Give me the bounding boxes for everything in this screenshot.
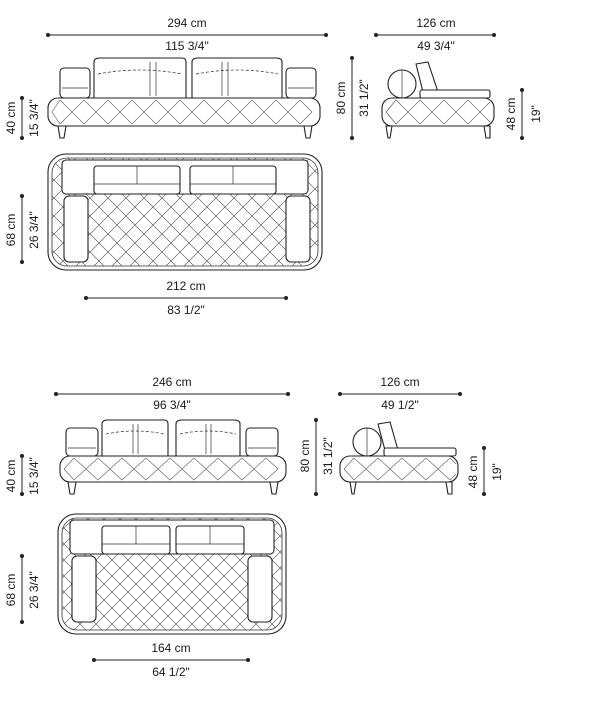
armrest-left bbox=[59, 67, 91, 99]
small-side-seat-base bbox=[339, 455, 459, 483]
small-seat-height-dimension: 40 cm 15 3/4" bbox=[4, 454, 41, 496]
small-front-width-in: 96 3/4" bbox=[153, 398, 191, 412]
small-side-seat-cushion bbox=[383, 447, 457, 457]
large-plan-width-dimension: 212 cm 83 1/2" bbox=[84, 279, 288, 317]
small-plan-armrest-right bbox=[247, 555, 273, 623]
small-plan-depth-in: 26 3/4" bbox=[27, 571, 41, 609]
small-total-height-dimension: 80 cm 31 1/2" bbox=[298, 418, 335, 496]
small-seat-height-cm: 40 cm bbox=[4, 460, 18, 493]
large-seat-height-in: 15 3/4" bbox=[27, 99, 41, 137]
large-front-width-cm: 294 cm bbox=[167, 16, 206, 30]
small-plan-width-dimension: 164 cm 64 1/2" bbox=[92, 641, 250, 679]
large-total-height-dimension: 80 cm 31 1/2" bbox=[334, 56, 371, 140]
large-plan-depth-dimension: 68 cm 26 3/4" bbox=[4, 194, 41, 264]
large-front-width-in: 115 3/4" bbox=[165, 39, 208, 53]
large-side-height-dimension: 48 cm 19" bbox=[504, 88, 543, 140]
small-total-height-in: 31 1/2" bbox=[321, 437, 335, 475]
small-armrest-right bbox=[245, 427, 279, 457]
large-total-height-in: 31 1/2" bbox=[357, 79, 371, 117]
small-front-view: 246 cm 96 3/4" 40 cm 15 3/4" 80 cm bbox=[4, 375, 335, 496]
small-seat-height-in: 15 3/4" bbox=[27, 457, 41, 495]
large-seat-height-cm: 40 cm bbox=[4, 102, 18, 135]
small-side-depth-cm: 126 cm bbox=[380, 375, 419, 389]
small-side-leg-right bbox=[445, 481, 453, 495]
back-cushion-left bbox=[93, 57, 187, 99]
large-plan-depth-cm: 68 cm bbox=[4, 214, 18, 247]
small-leg-right bbox=[269, 481, 279, 495]
large-plan-view: 68 cm 26 3/4" 212 cm 83 1/2" bbox=[4, 153, 323, 317]
large-front-view: 294 cm 115 3/4" 40 cm 15 3/4" bbox=[4, 16, 371, 140]
large-side-height-in: 19" bbox=[529, 105, 543, 123]
small-total-height-cm: 80 cm bbox=[298, 440, 312, 473]
small-side-height-in: 19" bbox=[490, 463, 504, 481]
large-side-depth-dimension: 126 cm 49 3/4" bbox=[374, 16, 496, 53]
side-leg-right bbox=[483, 125, 491, 139]
large-side-depth-in: 49 3/4" bbox=[417, 39, 455, 53]
large-plan-width-cm: 212 cm bbox=[166, 279, 205, 293]
small-leg-left bbox=[67, 481, 77, 495]
small-side-height-dimension: 48 cm 19" bbox=[466, 446, 504, 496]
side-leg-left bbox=[385, 125, 393, 139]
small-back-cushion-right bbox=[175, 419, 241, 457]
large-side-depth-cm: 126 cm bbox=[416, 16, 455, 30]
small-side-height-cm: 48 cm bbox=[466, 456, 480, 489]
small-side-view: 126 cm 49 1/2" 48 cm 19" bbox=[338, 375, 504, 496]
plan-armrest-left bbox=[63, 195, 89, 263]
small-plan-view: 68 cm 26 3/4" 164 cm 64 1/2" bbox=[4, 513, 287, 679]
small-plan-width-in: 64 1/2" bbox=[152, 665, 190, 679]
small-side-depth-dimension: 126 cm 49 1/2" bbox=[338, 375, 462, 412]
leg-left bbox=[57, 125, 67, 139]
large-seat-height-dimension: 40 cm 15 3/4" bbox=[4, 96, 41, 140]
back-cushion-right bbox=[191, 57, 283, 99]
small-plan-armrest-left bbox=[71, 555, 97, 623]
small-back-cushion-left bbox=[101, 419, 169, 457]
small-plan-depth-cm: 68 cm bbox=[4, 574, 18, 607]
large-side-view: 126 cm 49 3/4" 48 cm 19" bbox=[374, 16, 543, 140]
large-plan-width-in: 83 1/2" bbox=[167, 303, 205, 317]
small-plan-depth-dimension: 68 cm 26 3/4" bbox=[4, 554, 41, 624]
side-seat-base bbox=[381, 97, 495, 127]
armrest-right bbox=[285, 67, 317, 99]
small-armrest-left bbox=[65, 427, 99, 457]
large-side-height-cm: 48 cm bbox=[504, 98, 518, 131]
seat-base bbox=[47, 97, 321, 127]
small-seat-base bbox=[59, 455, 287, 483]
small-front-width-cm: 246 cm bbox=[152, 375, 191, 389]
small-plan-width-cm: 164 cm bbox=[151, 641, 190, 655]
side-seat-cushion bbox=[419, 89, 491, 99]
plan-armrest-right bbox=[285, 195, 311, 263]
small-side-depth-in: 49 1/2" bbox=[381, 398, 419, 412]
large-front-width-dimension: 294 cm 115 3/4" bbox=[46, 16, 328, 53]
large-plan-depth-in: 26 3/4" bbox=[27, 211, 41, 249]
leg-right bbox=[303, 125, 313, 139]
small-side-leg-left bbox=[349, 481, 357, 495]
large-total-height-cm: 80 cm bbox=[334, 82, 348, 115]
small-front-width-dimension: 246 cm 96 3/4" bbox=[54, 375, 290, 412]
